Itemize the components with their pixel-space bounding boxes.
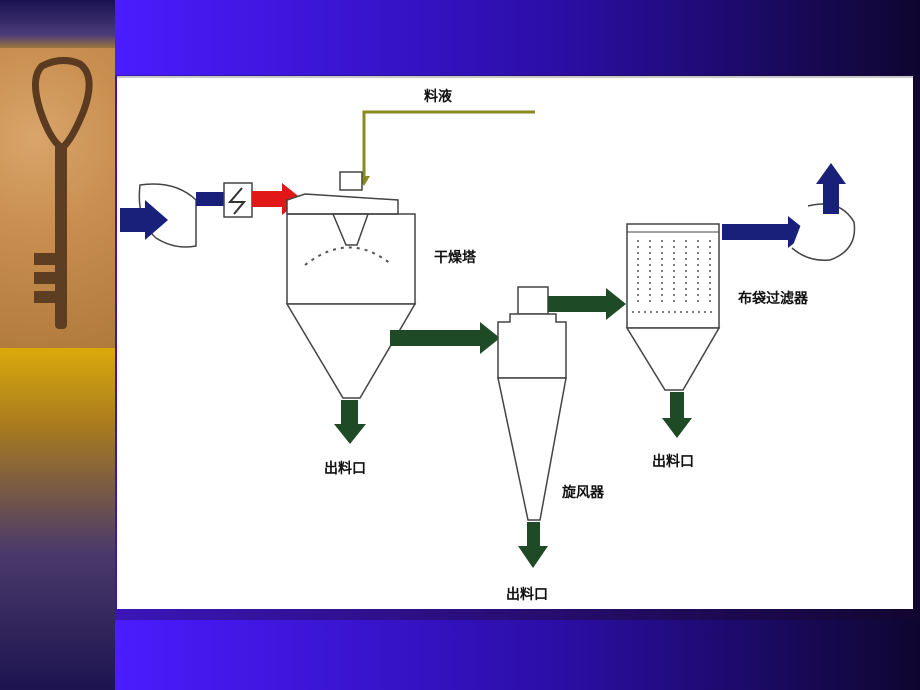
bag-filter [625,223,721,391]
outlet-1-label: 出料口 [324,460,366,477]
tower-to-cyclone-arrow-icon [390,322,500,354]
cyclone [497,286,567,521]
outlet-arrow-2-icon [518,522,548,568]
inlet-fan-icon [120,183,224,248]
filter-exhaust-arrow-icon [722,216,808,248]
outlet-arrow-1-icon [334,400,366,444]
top-band [115,0,920,75]
feed-liquid-label: 料液 [424,88,453,105]
outlet-2-label: 出料口 [506,586,548,603]
antique-key-photo [0,48,115,348]
antique-key-icon [32,57,93,329]
drying-tower-label: 干燥塔 [434,249,477,266]
exhaust-fan-icon [791,163,856,261]
outlet-3-label: 出料口 [652,453,694,470]
bag-filter-label: 布袋过滤器 [738,290,809,307]
bottom-band [115,620,920,690]
outlet-arrow-3-icon [662,392,692,438]
drying-tower [285,171,417,399]
cyclone-label: 旋风器 [561,484,605,501]
cyclone-to-filter-arrow-icon [548,288,626,320]
heater-icon [223,182,253,218]
feed-line [358,110,535,186]
